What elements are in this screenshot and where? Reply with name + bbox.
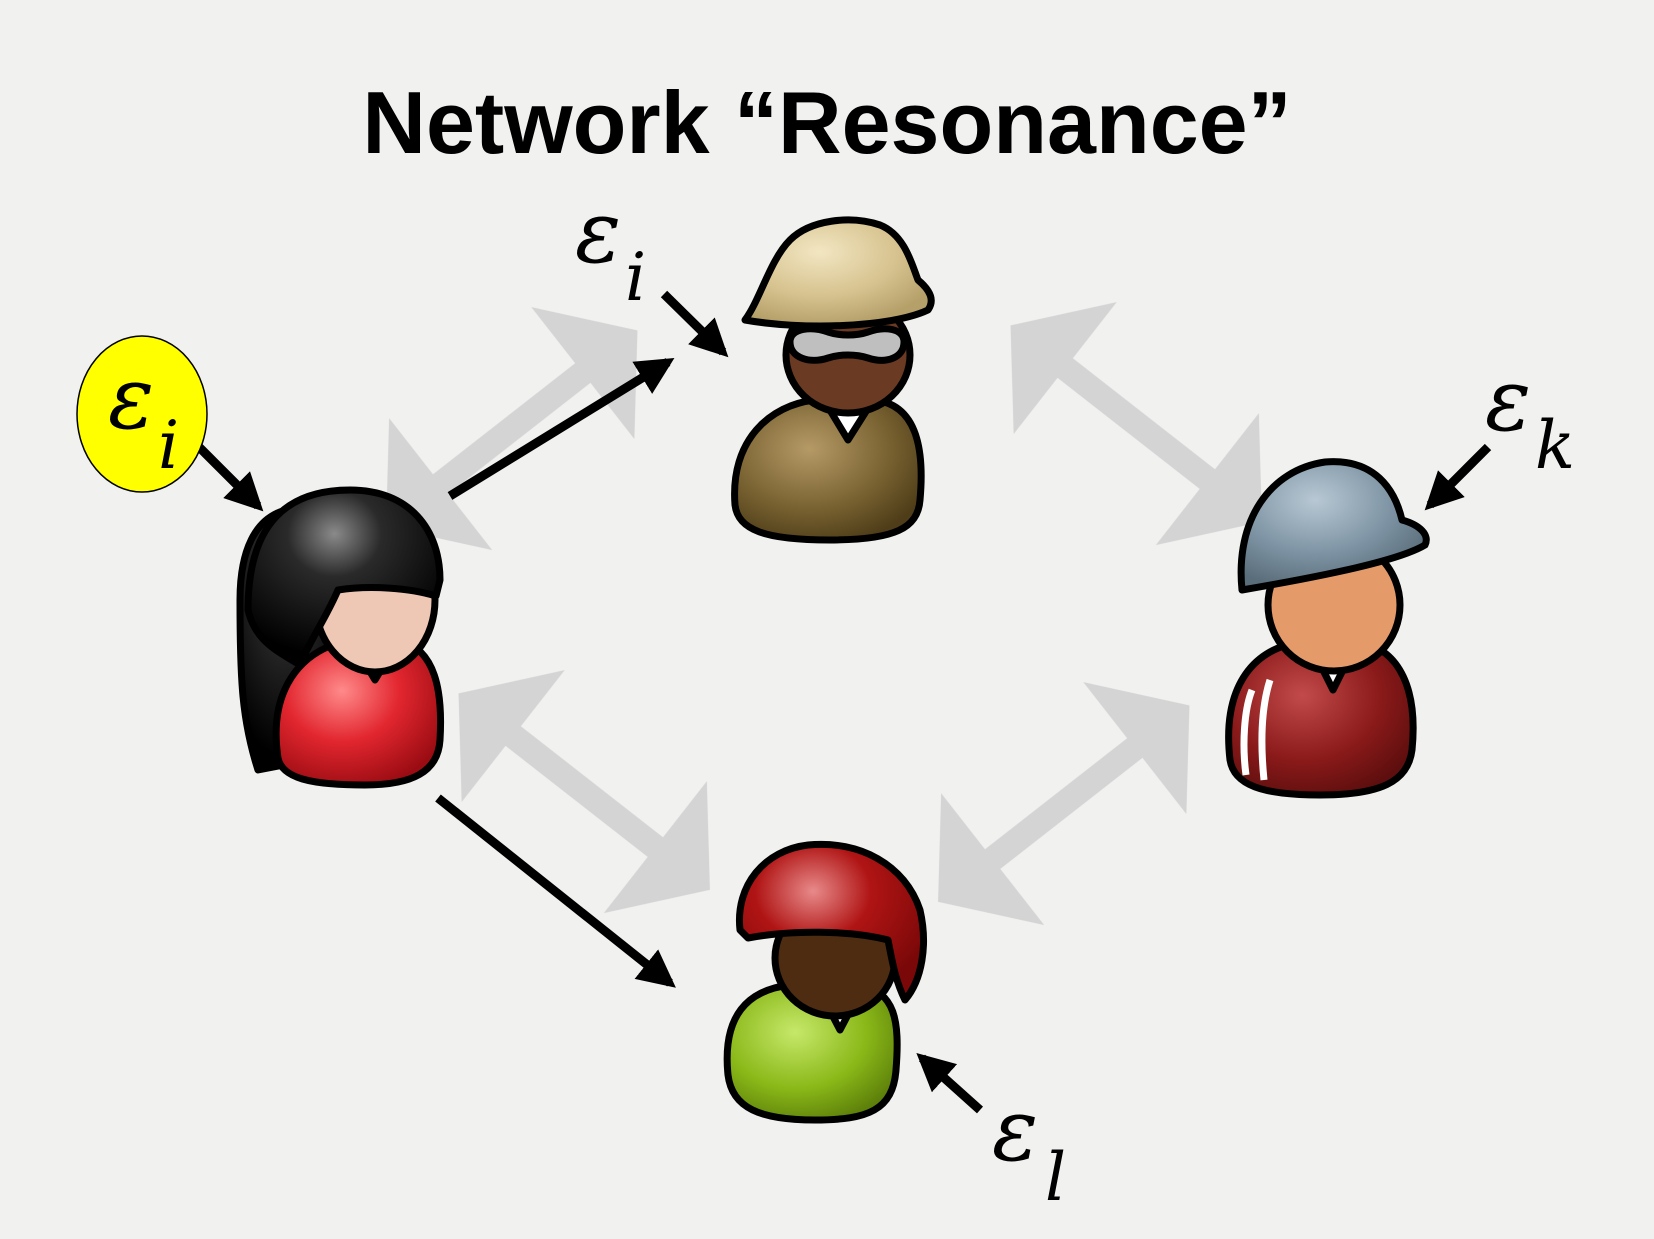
epsilon-symbol: ε xyxy=(108,349,154,449)
epsilon-subscript: i xyxy=(158,407,179,484)
link-arrow-left-top xyxy=(386,307,638,551)
epsilon-label-right: ε k xyxy=(1485,351,1575,484)
epsilon-arrow-left xyxy=(194,442,264,512)
epsilon-arrow-right xyxy=(1424,443,1492,511)
person-left-icon xyxy=(236,486,445,789)
epsilon-subscript: l xyxy=(1045,1139,1066,1216)
epsilon-symbol: ε xyxy=(1485,351,1531,451)
epsilon-symbol: ε xyxy=(992,1081,1038,1181)
epsilon-symbol: ε xyxy=(575,183,621,283)
influence-arrow-left-to-bottom xyxy=(435,794,676,988)
epsilon-subscript: k xyxy=(1535,407,1575,484)
epsilon-label-left: ε i xyxy=(108,349,179,484)
diagram-title: Network “Resonance” xyxy=(362,73,1292,172)
person-bottom-icon xyxy=(723,840,927,1124)
epsilon-subscript: i xyxy=(625,239,646,316)
person-top-icon xyxy=(731,216,935,544)
epsilon-highlight-circle xyxy=(76,335,208,493)
link-arrow-left-bottom xyxy=(458,670,710,914)
influence-arrow-left-to-top xyxy=(447,358,675,500)
link-arrow-right-bottom xyxy=(938,682,1190,926)
person-right-icon xyxy=(1225,458,1430,799)
epsilon-label-top: ε i xyxy=(575,183,646,316)
epsilon-arrow-top xyxy=(660,290,729,358)
epsilon-label-bottom: ε l xyxy=(992,1081,1066,1216)
epsilon-arrow-bottom xyxy=(916,1052,984,1114)
link-arrow-top-right xyxy=(1010,302,1262,546)
